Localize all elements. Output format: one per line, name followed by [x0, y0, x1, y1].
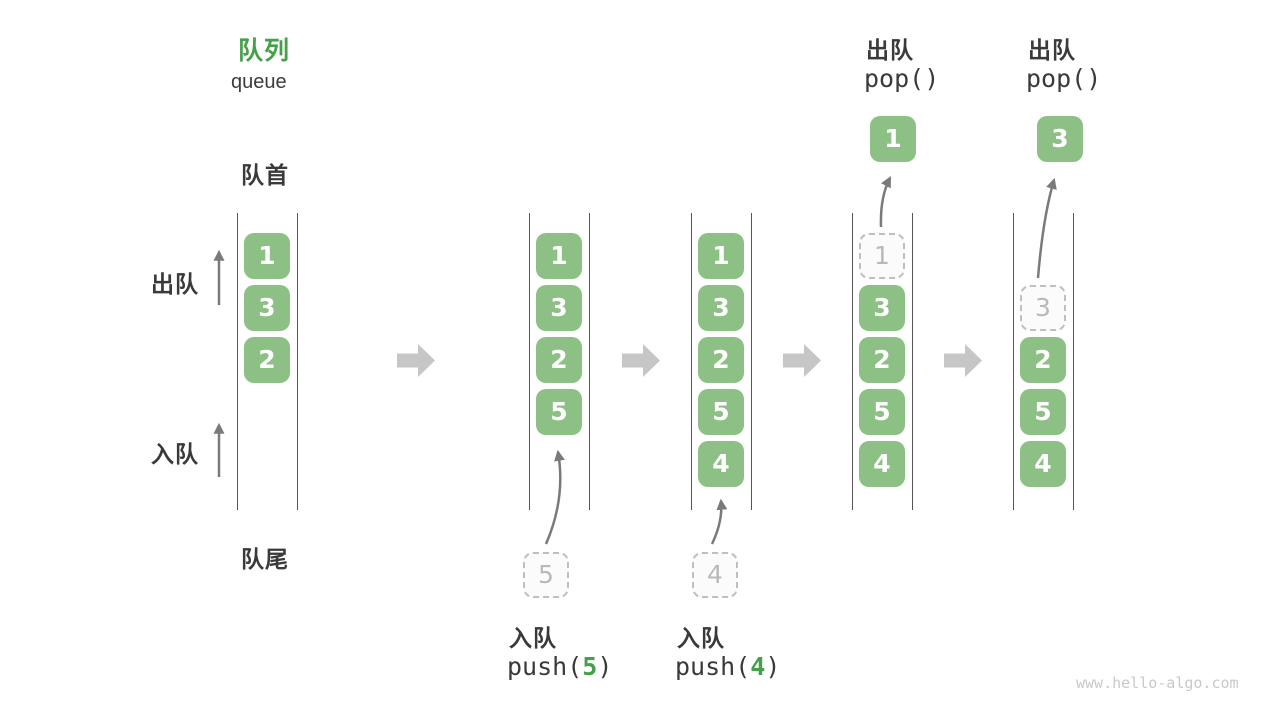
page-subtitle: queue — [231, 71, 287, 93]
code-text: push( — [507, 652, 583, 681]
queue-cell: 1 — [536, 233, 582, 279]
queue-cell: 2 — [244, 337, 290, 383]
block-arrow-right-icon — [622, 344, 660, 377]
ghost-cell: 1 — [859, 233, 905, 279]
queue-cell: 1 — [244, 233, 290, 279]
pop-code: pop() — [864, 64, 940, 93]
label-dequeue-op: 出队 — [1028, 37, 1076, 63]
label-queue-front: 队首 — [241, 162, 289, 188]
queue-column-2: 1 3 2 5 — [529, 213, 590, 510]
label-dequeue-op: 出队 — [866, 37, 914, 63]
queue-cell: 3 — [244, 285, 290, 331]
block-arrow-right-icon — [397, 344, 435, 377]
block-arrow-right-icon — [944, 344, 982, 377]
queue-cell: 4 — [859, 441, 905, 487]
queue-column-4: 1 3 2 5 4 — [852, 213, 913, 510]
queue-cell: 2 — [536, 337, 582, 383]
queue-column-1: 1 3 2 — [237, 213, 298, 510]
queue-cell: 5 — [698, 389, 744, 435]
staged-cell: 4 — [692, 552, 738, 598]
queue-cell: 4 — [1020, 441, 1066, 487]
page-title: 队列 — [238, 37, 291, 65]
queue-cell: 2 — [859, 337, 905, 383]
push-code: push(5) — [507, 652, 612, 681]
code-arg: 5 — [582, 652, 598, 681]
code-text: ) — [597, 652, 613, 681]
popped-cell: 3 — [1037, 116, 1083, 162]
queue-column-3: 1 3 2 5 4 — [691, 213, 752, 510]
queue-cell: 3 — [698, 285, 744, 331]
queue-cell: 5 — [859, 389, 905, 435]
queue-cell: 3 — [536, 285, 582, 331]
queue-cell: 1 — [698, 233, 744, 279]
code-text: push( — [675, 652, 751, 681]
pop-code: pop() — [1026, 64, 1102, 93]
label-dequeue-direction: 出队 — [151, 271, 199, 297]
ghost-cell: 3 — [1020, 285, 1066, 331]
queue-cell: 5 — [1020, 389, 1066, 435]
queue-column-5: 3 2 5 4 — [1013, 213, 1074, 510]
label-enqueue-direction: 入队 — [151, 441, 199, 467]
queue-cell: 2 — [698, 337, 744, 383]
queue-cell: 4 — [698, 441, 744, 487]
label-queue-rear: 队尾 — [241, 546, 289, 572]
label-enqueue-op: 入队 — [677, 625, 725, 651]
queue-cell: 5 — [536, 389, 582, 435]
watermark: www.hello-algo.com — [1076, 674, 1239, 692]
block-arrow-right-icon — [783, 344, 821, 377]
staged-cell: 5 — [523, 552, 569, 598]
code-arg: 4 — [750, 652, 766, 681]
queue-cell: 3 — [859, 285, 905, 331]
popped-cell: 1 — [870, 116, 916, 162]
code-text: ) — [765, 652, 781, 681]
push-code: push(4) — [675, 652, 780, 681]
queue-cell: 2 — [1020, 337, 1066, 383]
label-enqueue-op: 入队 — [509, 625, 557, 651]
